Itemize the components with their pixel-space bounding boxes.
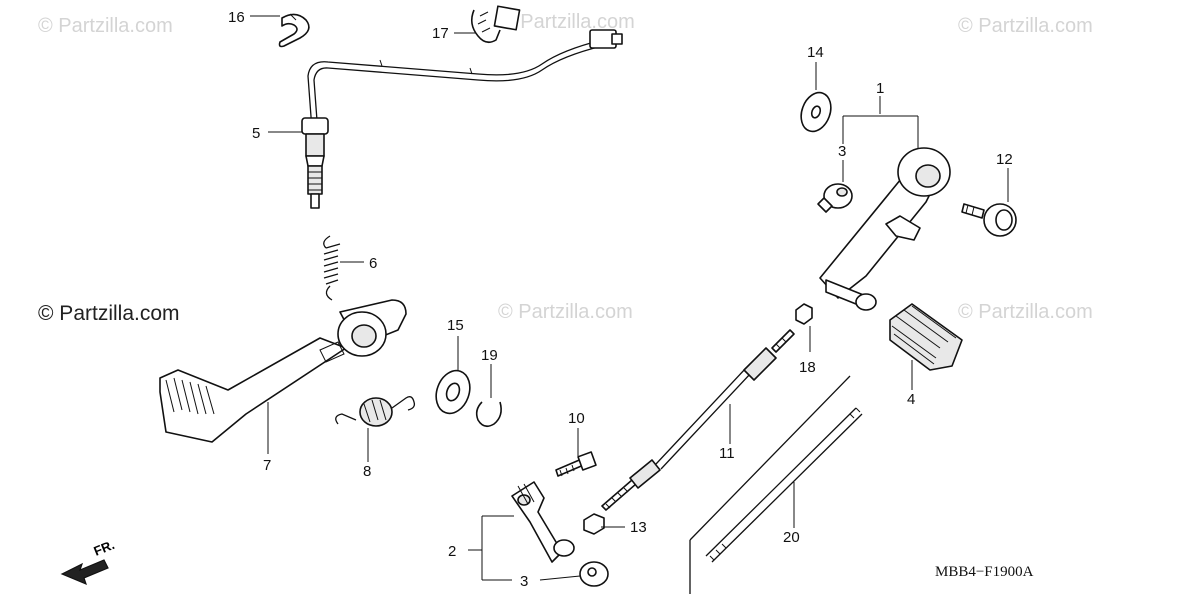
part-4-rubber-pedal (889, 303, 963, 371)
part-16-clip (278, 13, 310, 48)
callout-15: 15 (447, 317, 464, 334)
part-1-shift-lever (819, 147, 951, 311)
watermark-mid-right: © Partzilla.com (958, 301, 1093, 323)
callout-12: 12 (996, 151, 1013, 168)
part-15-washer (435, 369, 471, 415)
watermark-top-left: © Partzilla.com (38, 15, 173, 37)
watermark-top-center: © Partzilla.com (500, 11, 635, 33)
callout-19: 19 (481, 347, 498, 364)
part-20-rod (689, 375, 863, 594)
part-18-nut (795, 303, 813, 325)
callouts: 16 17 5 6 7 8 15 19 10 11 13 2 3 20 18 4… (228, 9, 1013, 590)
callout-18: 18 (799, 359, 816, 376)
callout-14: 14 (807, 44, 824, 61)
callout-6: 6 (369, 255, 377, 272)
diagram-code: MBB4−F1900A (935, 564, 1034, 580)
part-7-brake-pedal (159, 299, 407, 443)
watermarks: © Partzilla.com © Partzilla.com © Partzi… (38, 11, 1093, 323)
callout-3-bottom: 3 (520, 573, 528, 590)
part-12-bolt (961, 203, 1017, 237)
watermark-top-right: © Partzilla.com (958, 15, 1093, 37)
part-14-washer (800, 91, 832, 133)
part-3-joint-top (817, 183, 853, 213)
callout-13: 13 (630, 519, 647, 536)
callout-11: 11 (719, 445, 735, 462)
part-2-link-arm (511, 481, 609, 587)
part-17-clamp (470, 5, 521, 44)
callout-2: 2 (448, 543, 456, 560)
part-8-return-spring (335, 396, 416, 427)
part-19-circlip (475, 401, 502, 428)
callout-16: 16 (228, 9, 245, 26)
watermark-mid-center: © Partzilla.com (498, 301, 633, 323)
part-5-switch-cable (301, 29, 623, 209)
callout-1: 1 (876, 80, 884, 97)
callout-8: 8 (363, 463, 371, 480)
callout-3-top: 3 (838, 143, 846, 160)
callout-7: 7 (263, 457, 271, 474)
callout-20: 20 (783, 529, 800, 546)
direction-label: FR. (92, 537, 117, 559)
callout-5: 5 (252, 125, 260, 142)
watermark-left: © Partzilla.com (38, 302, 180, 325)
callout-17: 17 (432, 25, 449, 42)
part-10-bolt (555, 451, 597, 477)
callout-4: 4 (907, 391, 915, 408)
leader-lines (250, 15, 1009, 581)
part-13-nut (583, 513, 605, 535)
callout-10: 10 (568, 410, 585, 427)
part-6-spring (323, 235, 341, 301)
part-11-tie-rod (601, 329, 795, 511)
front-direction-indicator: FR. (60, 537, 117, 586)
